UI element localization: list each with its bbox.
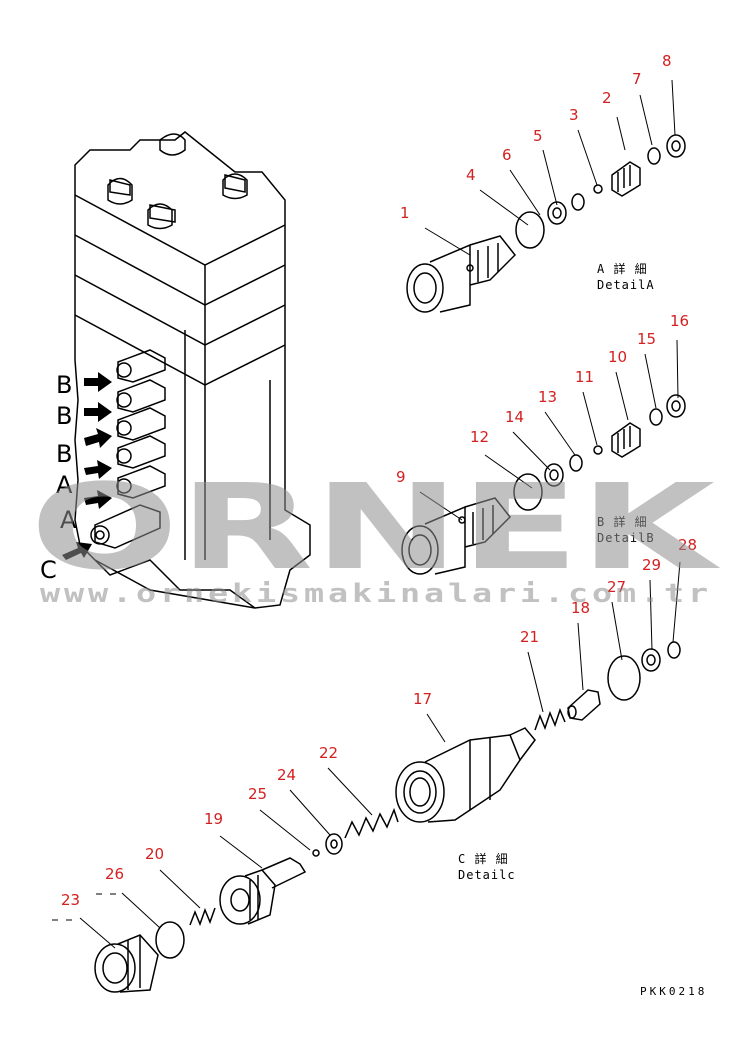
callout-26: 26 — [105, 865, 124, 883]
leader-line-5 — [542, 149, 558, 206]
callout-17: 17 — [413, 690, 432, 708]
detail-c-parts — [94, 641, 681, 993]
callout-29: 29 — [642, 556, 661, 574]
leader-line-13 — [544, 411, 576, 456]
callout-3: 3 — [569, 106, 579, 124]
leader-line-4 — [479, 189, 529, 226]
leader-line-3 — [577, 129, 598, 186]
callout-20: 20 — [145, 845, 164, 863]
port-label-a: A — [60, 506, 77, 534]
callout-23: 23 — [61, 891, 80, 909]
leader-line-20 — [159, 869, 201, 909]
callout-numbers: 1234567891011121314151617181920212223242… — [61, 52, 697, 909]
leader-line-6 — [509, 169, 541, 216]
leader-line-8 — [671, 79, 676, 136]
callout-1: 1 — [400, 204, 410, 222]
port-label-b: B — [56, 371, 72, 399]
callout-18: 18 — [571, 599, 590, 617]
callout-25: 25 — [248, 785, 267, 803]
leader-line-23 — [79, 917, 116, 949]
leader-line-16 — [676, 339, 679, 399]
watermark-url: www.ornekismakinalari.com.tr — [40, 579, 712, 609]
callout-7: 7 — [632, 70, 642, 88]
callout-21: 21 — [520, 628, 539, 646]
leader-line-21 — [527, 651, 544, 713]
leader-line-1 — [424, 227, 471, 256]
valve-ports — [90, 349, 166, 549]
callout-24: 24 — [277, 766, 296, 784]
callout-13: 13 — [538, 388, 557, 406]
control-valve-block — [74, 131, 311, 609]
callout-9: 9 — [396, 468, 406, 486]
callout-4: 4 — [466, 166, 476, 184]
leader-line-14 — [512, 431, 551, 471]
leader-line-19 — [219, 835, 263, 869]
callout-6: 6 — [502, 146, 512, 164]
leader-line-17 — [426, 713, 446, 743]
callout-22: 22 — [319, 744, 338, 762]
detail-a-parts — [406, 134, 686, 313]
leader-line-25 — [259, 809, 311, 851]
callout-15: 15 — [637, 330, 656, 348]
leader-line-10 — [615, 371, 629, 421]
detail-label-jp: A 詳 細 — [597, 261, 648, 276]
port-label-c: C — [40, 556, 57, 584]
watermark-brand: ORNEK — [30, 458, 722, 596]
callout-5: 5 — [533, 127, 543, 145]
callout-2: 2 — [602, 89, 612, 107]
callout-10: 10 — [608, 348, 627, 366]
leader-line-2 — [616, 116, 626, 151]
leader-line-12 — [484, 454, 533, 489]
callout-27: 27 — [607, 578, 626, 596]
callout-16: 16 — [670, 312, 689, 330]
leader-line-28 — [672, 561, 681, 643]
port-label-b: B — [56, 440, 72, 468]
port-label-b: B — [56, 402, 72, 430]
detail-b-parts — [401, 394, 686, 575]
leader-line-24 — [289, 789, 331, 836]
leader-line-26 — [121, 892, 161, 929]
detail-label-en: DetailB — [597, 531, 655, 545]
callout-8: 8 — [662, 52, 672, 70]
leader-line-27 — [611, 601, 623, 661]
leader-line-9 — [419, 491, 463, 521]
callout-28: 28 — [678, 536, 697, 554]
detail-label-en: Detailc — [458, 868, 516, 882]
port-label-a: A — [56, 471, 73, 499]
dash-markers — [52, 893, 116, 921]
part-code: PKK0218 — [640, 985, 707, 998]
callout-12: 12 — [470, 428, 489, 446]
leader-line-18 — [577, 622, 584, 691]
leader-line-29 — [649, 579, 653, 651]
leader-line-22 — [327, 767, 373, 816]
callout-11: 11 — [575, 368, 594, 386]
leader-line-15 — [644, 353, 657, 409]
callout-14: 14 — [505, 408, 524, 426]
detail-label-en: DetailA — [597, 278, 655, 292]
detail-label-jp: C 詳 細 — [458, 851, 509, 866]
leader-lines — [79, 79, 681, 949]
leader-line-7 — [639, 94, 653, 146]
detail-labels: A 詳 細 DetailA B 詳 細 DetailB C 詳 細 Detailc — [458, 261, 655, 882]
detail-label-jp: B 詳 細 — [597, 514, 648, 529]
callout-19: 19 — [204, 810, 223, 828]
leader-line-11 — [582, 391, 598, 446]
port-arrows — [62, 372, 112, 560]
